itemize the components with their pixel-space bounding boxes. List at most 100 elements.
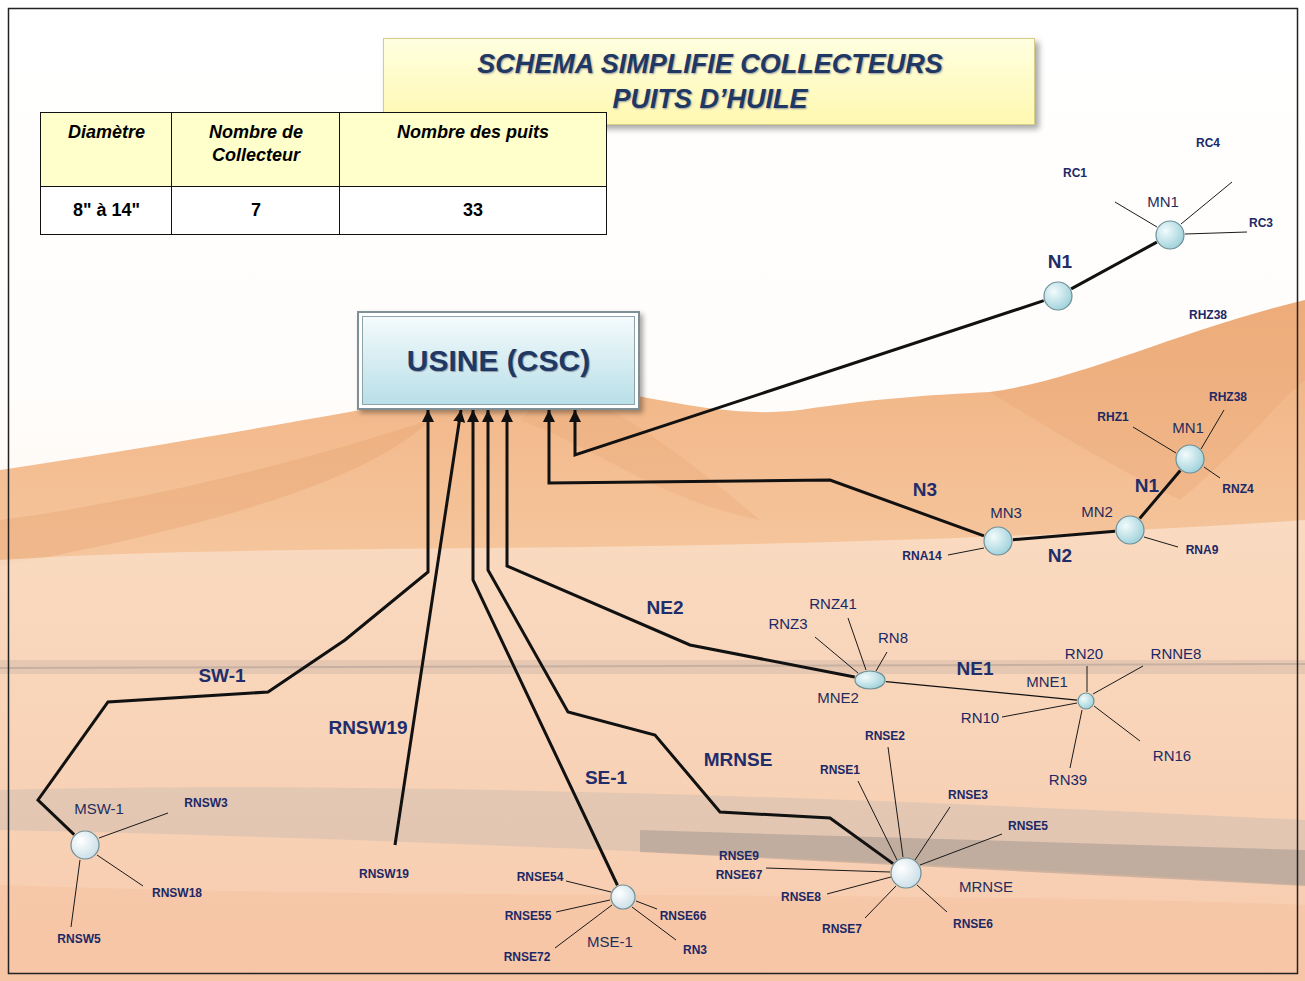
- manifold-label: MNE2: [817, 689, 859, 706]
- manifold-outline: [1044, 282, 1072, 310]
- well-label: RN20: [1065, 645, 1103, 662]
- collector-pipe: [1013, 531, 1115, 540]
- pipe-label: RNSW19: [328, 717, 407, 739]
- well-label: RNSE72: [504, 951, 551, 965]
- pipe-label: SW-1: [198, 665, 245, 687]
- manifold-shape: [1077, 692, 1095, 710]
- pipe-label: N3: [913, 479, 937, 501]
- manifold-outline: [855, 671, 885, 689]
- manifold-label: MNE1: [1026, 673, 1068, 690]
- well-label: RNSW19: [359, 868, 409, 882]
- manifold-outline: [891, 858, 921, 888]
- well-label: RN16: [1153, 747, 1191, 764]
- pipe-label: N1: [1135, 475, 1159, 497]
- manifold-shape: [1043, 281, 1073, 311]
- manifold-circle: MN2: [1115, 515, 1145, 545]
- collector-pipe: [38, 410, 428, 835]
- well-label: RNSE8: [781, 891, 821, 905]
- well-label: RNSE66: [660, 910, 707, 924]
- well-label: RNA14: [902, 550, 941, 564]
- pipe-label: N2: [1048, 545, 1072, 567]
- collector-pipe: [549, 410, 984, 536]
- manifold-label: MN2: [1081, 503, 1113, 520]
- well-label: RNSE1: [820, 764, 860, 778]
- well-label: RHZ38: [1209, 391, 1247, 405]
- well-label: RC1: [1063, 167, 1087, 181]
- dunes: [0, 300, 1305, 981]
- table-cell: 7: [171, 186, 341, 235]
- well-label: RNSE9: [719, 850, 759, 864]
- road-edge: [0, 664, 1305, 668]
- manifold-outline: [1078, 693, 1094, 709]
- manifold-circle: MSE-1: [610, 884, 636, 910]
- manifold-shape: [1175, 444, 1205, 474]
- well-label: RN3: [683, 944, 707, 958]
- table-header: Diamètre: [40, 112, 173, 188]
- well-label: RNSE6: [953, 918, 993, 932]
- well-label: RNSE2: [865, 730, 905, 744]
- manifold-outline: [1116, 516, 1144, 544]
- well-label: RNA9: [1186, 544, 1219, 558]
- collector-pipe: [488, 410, 893, 864]
- collector-pipe: [507, 410, 855, 677]
- pipe-label: SE-1: [585, 767, 627, 789]
- pipe-label: NE1: [957, 658, 994, 680]
- table-cell: 33: [339, 186, 607, 235]
- road-band: [640, 830, 1305, 886]
- manifold-label: MN1: [1147, 193, 1179, 210]
- well-label: RN39: [1049, 771, 1087, 788]
- well-label: RNSE55: [505, 910, 552, 924]
- well-label: RNSE67: [716, 869, 763, 883]
- well-label: RHZ1: [1097, 411, 1128, 425]
- manifold-outline: [71, 831, 99, 859]
- manifold-outline: [611, 885, 635, 909]
- ground: [0, 520, 1305, 981]
- road: [0, 660, 1305, 674]
- manifold-outline: [984, 527, 1012, 555]
- well-label: RNSE54: [517, 871, 564, 885]
- manifold-outline: [1156, 221, 1184, 249]
- pipe-label: NE2: [647, 597, 684, 619]
- well-label: RN10: [961, 709, 999, 726]
- well-label: RNNE8: [1151, 645, 1202, 662]
- manifold-label: MRNSE: [959, 878, 1013, 895]
- manifold-shape: [890, 857, 922, 889]
- well-label: RNSE5: [1008, 820, 1048, 834]
- manifold-shape: [610, 884, 636, 910]
- title-text: SCHEMA SIMPLIFIE COLLECTEURS PUITS D’HUI…: [440, 47, 980, 117]
- table-header: Nombre de Collecteur: [171, 112, 341, 188]
- well-label: RN8: [878, 629, 908, 646]
- manifold-shape: [854, 670, 886, 690]
- manifold-outline: [1176, 445, 1204, 473]
- pipe-label: MRNSE: [704, 749, 773, 771]
- well-label: RNZ4: [1222, 483, 1253, 497]
- well-leader-lines: [71, 182, 1247, 948]
- well-label: RNSW18: [152, 887, 202, 901]
- dune-shadow: [0, 420, 430, 566]
- road-band: [0, 787, 1305, 885]
- plant-box: USINE (CSC): [357, 311, 640, 410]
- collector-pipe: [1071, 242, 1157, 289]
- manifold-circle: MRNSE: [890, 857, 922, 889]
- plant-name: USINE (CSC): [407, 343, 590, 378]
- well-label: RNZ41: [809, 595, 857, 612]
- ground: [0, 885, 1305, 981]
- manifold-ellipse: MNE2: [854, 670, 886, 690]
- table-cell: 8" à 14": [40, 186, 173, 235]
- well-label: RNSW3: [184, 797, 227, 811]
- well-label: RNSW5: [57, 933, 100, 947]
- well-label: RC4: [1196, 137, 1220, 151]
- well-label: RNSE3: [948, 789, 988, 803]
- junction-circle: N1: [1043, 281, 1073, 311]
- manifold-label: MSE-1: [587, 933, 633, 950]
- manifold-circle: MNE1: [1077, 692, 1095, 710]
- frame: [9, 9, 1298, 974]
- well-label: RHZ38: [1189, 309, 1227, 323]
- manifold-label: MN3: [990, 504, 1022, 521]
- manifold-label: MSW-1: [74, 800, 124, 817]
- manifold-circle: MN1: [1155, 220, 1185, 250]
- manifold-circle: MSW-1: [70, 830, 100, 860]
- table-header: Nombre des puits: [339, 112, 607, 188]
- dune-shadow: [990, 300, 1305, 500]
